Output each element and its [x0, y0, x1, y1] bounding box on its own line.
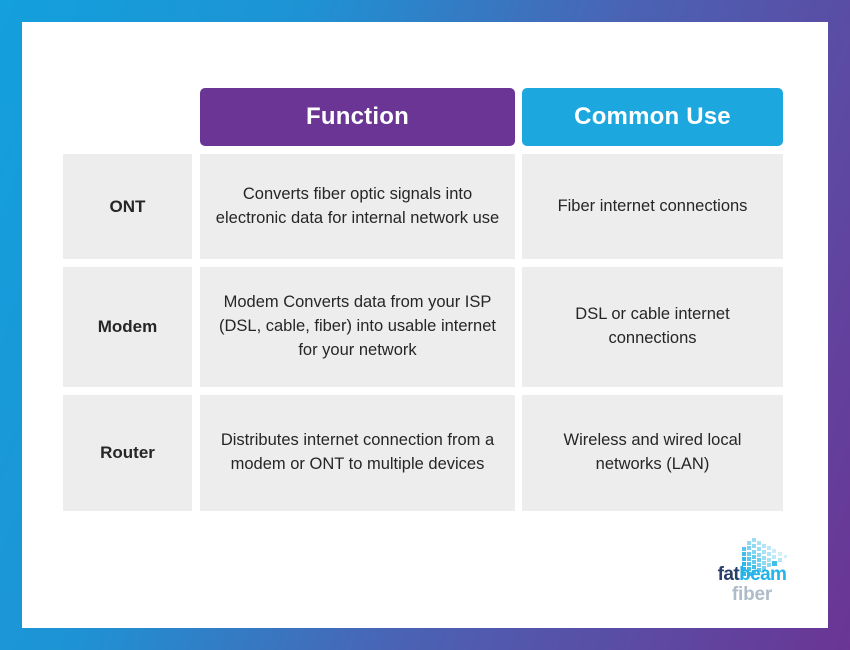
row-function-modem: Modem Converts data from your ISP (DSL, … — [200, 267, 515, 387]
row-common-use-modem: DSL or cable internet connections — [522, 267, 783, 387]
wordmark-beam: beam — [739, 564, 787, 586]
table-row: Router Distributes internet connection f… — [63, 395, 783, 511]
row-function-router: Distributes internet connection from a m… — [200, 395, 515, 511]
fatbeam-logo: fatbeam fiber — [706, 532, 798, 604]
fatbeam-wordmark: fatbeam fiber — [706, 565, 798, 604]
row-common-use-ont: Fiber internet connections — [522, 154, 783, 259]
header-function: Function — [200, 88, 515, 146]
row-function-ont: Converts fiber optic signals into electr… — [200, 154, 515, 259]
row-label-ont: ONT — [63, 154, 192, 259]
table-row: Modem Modem Converts data from your ISP … — [63, 267, 783, 387]
table-row: ONT Converts fiber optic signals into el… — [63, 154, 783, 259]
wordmark-fiber: fiber — [731, 583, 773, 605]
comparison-table: Function Common Use ONT Converts fiber o… — [63, 88, 783, 511]
table-header-row: Function Common Use — [63, 88, 783, 146]
content-card: Function Common Use ONT Converts fiber o… — [22, 22, 828, 628]
header-label-column-spacer — [63, 88, 192, 146]
row-label-router: Router — [63, 395, 192, 511]
header-common-use: Common Use — [522, 88, 783, 146]
wordmark-fat: fat — [717, 564, 740, 586]
row-common-use-router: Wireless and wired local networks (LAN) — [522, 395, 783, 511]
wordmark-line-one: fatbeam — [706, 565, 798, 584]
row-label-modem: Modem — [63, 267, 192, 387]
fatbeam-dot-spray-icon — [742, 538, 787, 576]
